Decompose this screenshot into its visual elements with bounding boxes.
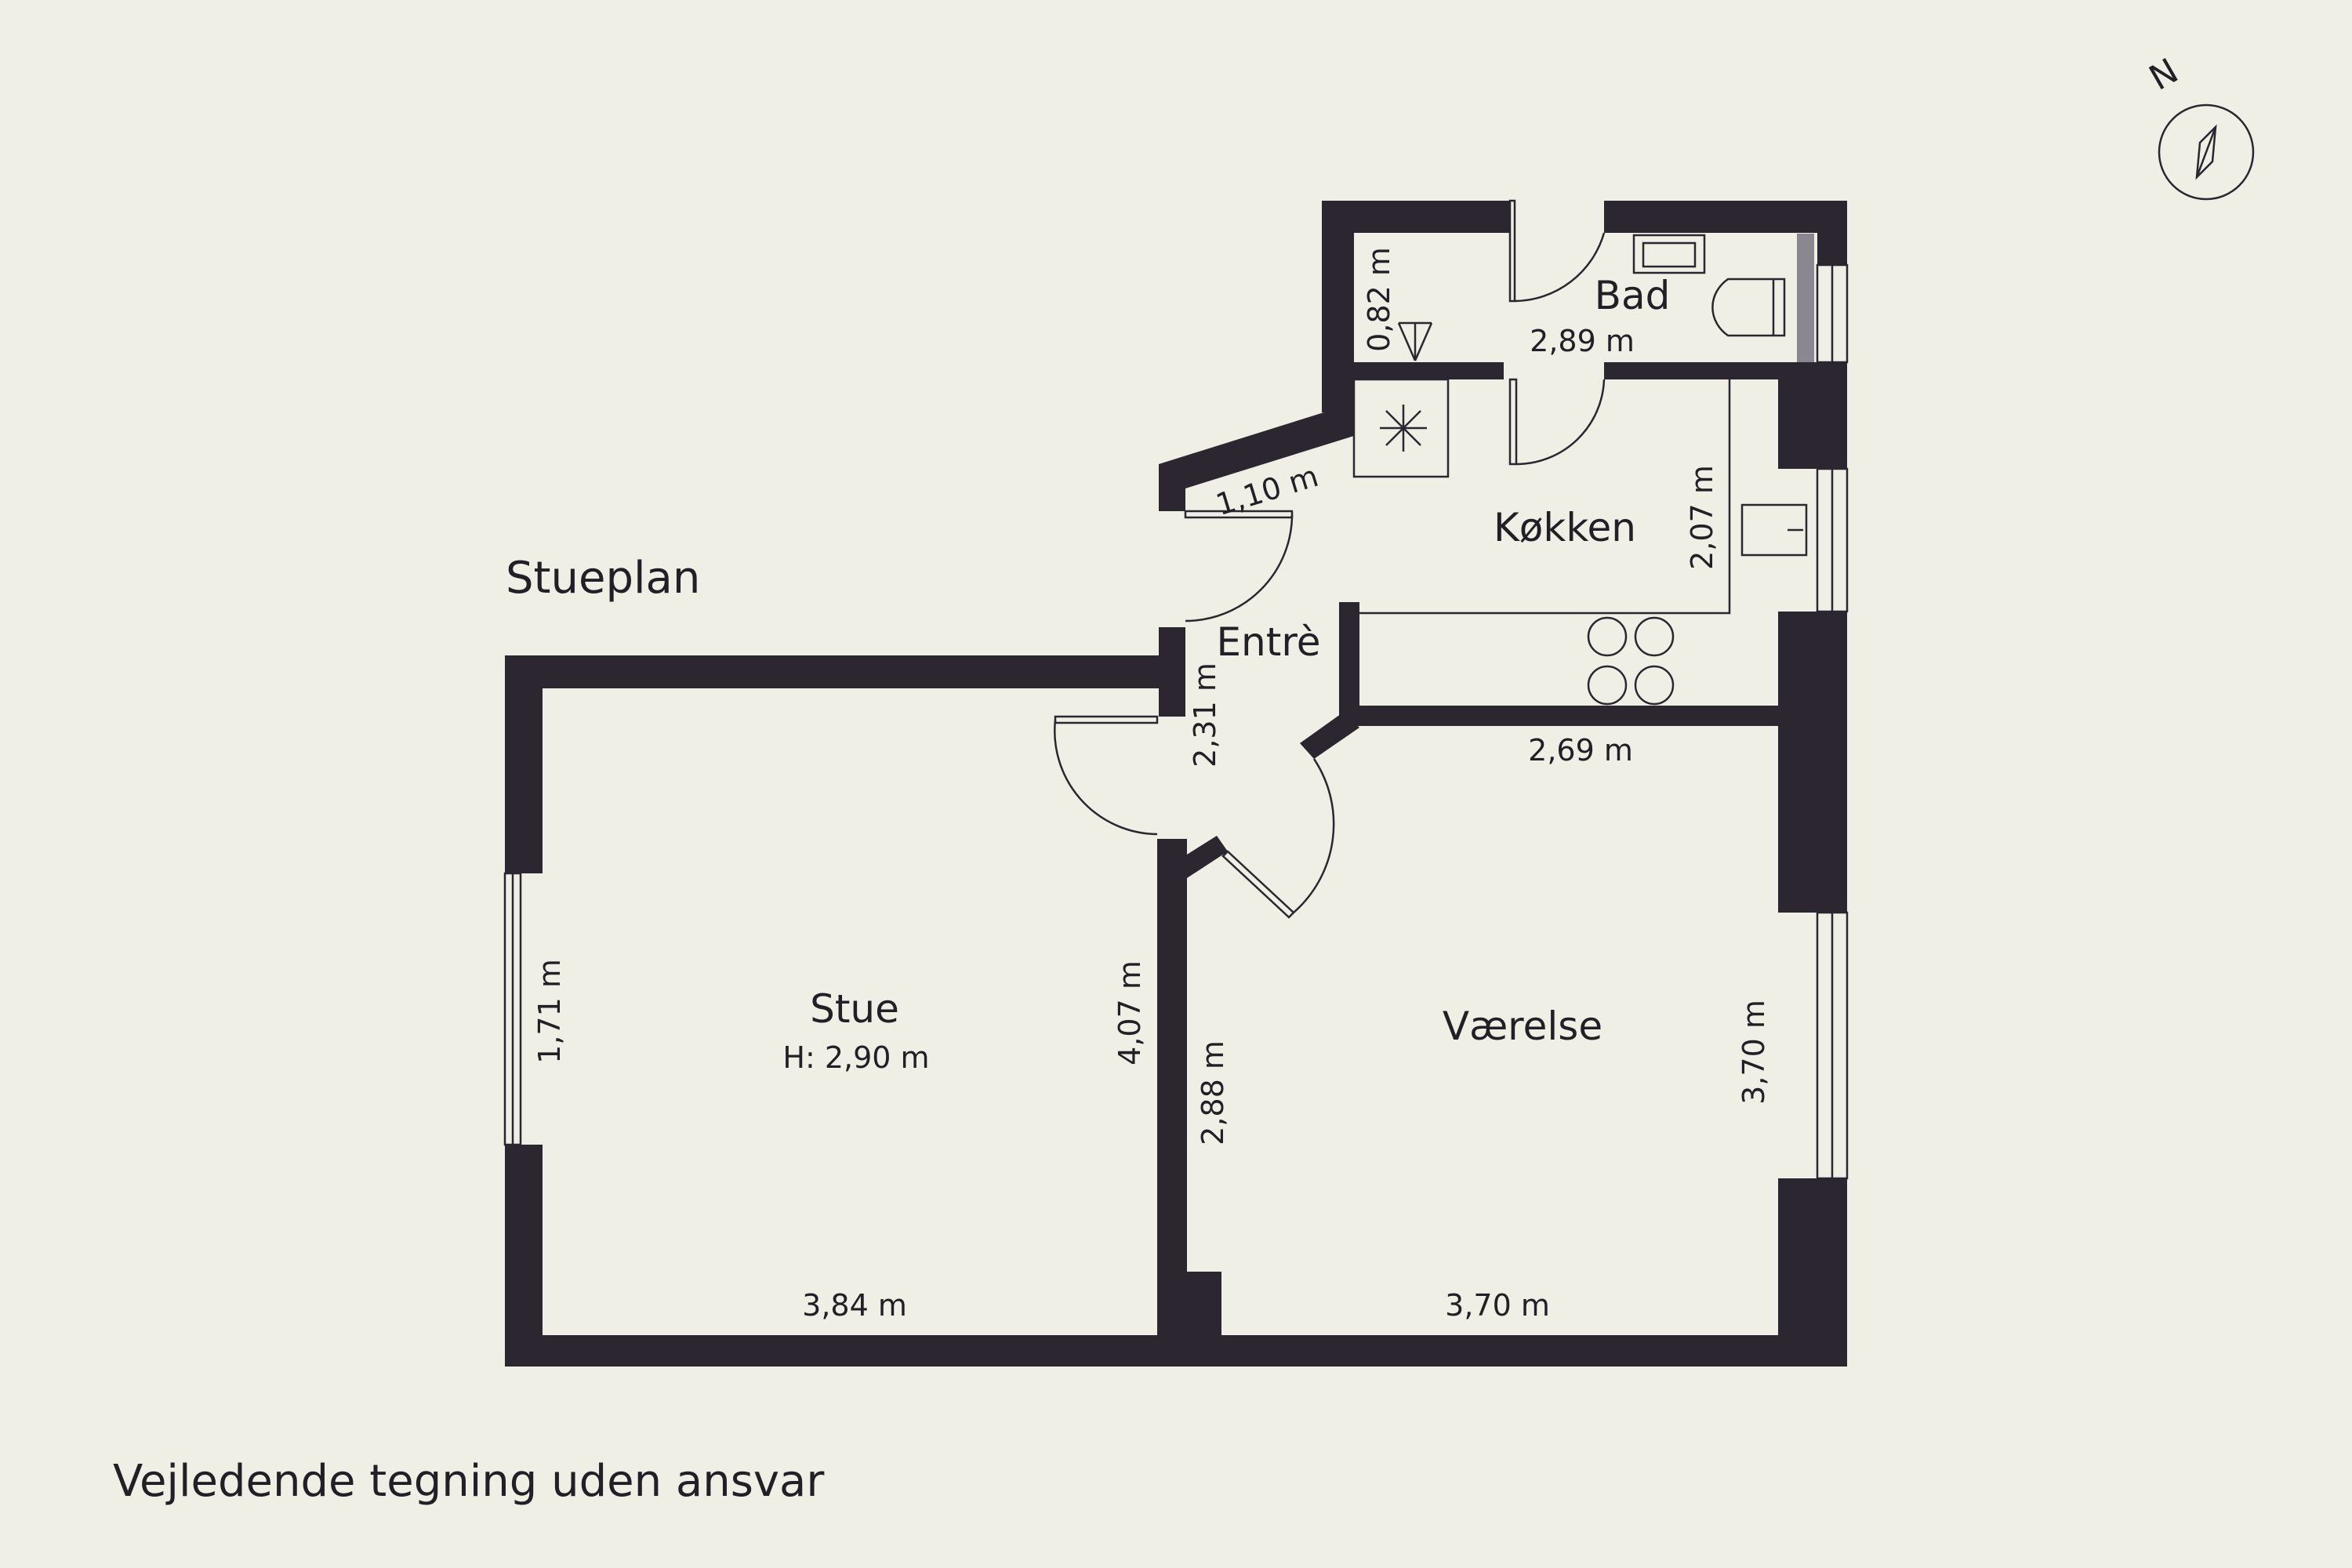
dim-stue-bottom: 3,84 m bbox=[802, 1288, 907, 1323]
wall-bath-kitchen-left bbox=[1322, 362, 1504, 379]
wall-stue-left-bottom bbox=[505, 1145, 543, 1367]
wall-kitchen-vaerelse bbox=[1339, 706, 1778, 726]
wall-divider-angle bbox=[1187, 836, 1228, 878]
windows bbox=[503, 234, 1849, 1180]
stove-icon bbox=[1587, 616, 1675, 706]
kitchen-counter bbox=[1359, 379, 1731, 615]
room-name-bad: Bad bbox=[1595, 273, 1671, 318]
dim-bad-width: 0,82 m bbox=[1362, 247, 1396, 352]
wall-kitchen-entre bbox=[1339, 602, 1359, 712]
dim-koekken-height: 2,07 m bbox=[1685, 465, 1719, 570]
dim-vaerelse-right: 3,70 m bbox=[1737, 1000, 1771, 1105]
stue-door bbox=[1054, 715, 1159, 724]
room-name-stue: Stue bbox=[810, 986, 899, 1032]
dim-stue-right: 4,07 m bbox=[1112, 960, 1147, 1065]
fixtures bbox=[1352, 234, 1808, 706]
room-name-koekken: Køkken bbox=[1494, 505, 1636, 550]
floor-label: Stueplan bbox=[506, 553, 700, 604]
bath-door bbox=[1508, 199, 1516, 303]
doors bbox=[1054, 199, 1606, 919]
dim-vaerelse-left: 2,88 m bbox=[1196, 1040, 1230, 1145]
wall-bath-top-right bbox=[1604, 201, 1847, 233]
room-name-vaerelse: Værelse bbox=[1443, 1004, 1602, 1049]
kitchen-sink bbox=[1740, 503, 1808, 557]
wall-right-upper bbox=[1778, 362, 1847, 469]
wall-stue-vaerelse bbox=[1157, 839, 1187, 1367]
wall-bath-left bbox=[1322, 201, 1354, 412]
dim-vaerelse-top: 2,69 m bbox=[1528, 733, 1633, 768]
wall-right-bath bbox=[1817, 201, 1847, 265]
wall-entry-diagonal bbox=[1159, 403, 1354, 511]
bath-window-frame bbox=[1797, 234, 1814, 362]
toilet bbox=[1711, 278, 1786, 337]
wall-stue-top bbox=[505, 655, 1185, 688]
room-name-entre: Entrè bbox=[1216, 619, 1320, 665]
dim-entre-height: 2,31 m bbox=[1188, 662, 1222, 768]
compass: N bbox=[2143, 51, 2255, 201]
shower-valve-icon bbox=[1397, 321, 1433, 361]
dim-vaerelse-bottom: 3,70 m bbox=[1445, 1288, 1550, 1323]
bath-sink bbox=[1632, 234, 1706, 274]
wall-bath-kitchen-right bbox=[1604, 362, 1778, 379]
room-height-stue: H: 2,90 m bbox=[782, 1040, 929, 1075]
fridge-cabinet bbox=[1352, 378, 1450, 478]
room-area-bad: 2,89 m bbox=[1530, 324, 1635, 358]
wall-stue-left-top bbox=[505, 655, 543, 873]
compass-icon bbox=[2158, 103, 2255, 201]
dim-stue-window: 1,71 m bbox=[532, 959, 567, 1064]
disclaimer: Vejledende tegning uden ansvar bbox=[113, 1456, 825, 1507]
wall-right-mid bbox=[1778, 612, 1847, 913]
walls bbox=[505, 201, 1847, 1367]
compass-north-label: N bbox=[2143, 51, 2185, 99]
wall-divider-foot bbox=[1187, 1272, 1221, 1367]
vaerelse-door bbox=[1221, 850, 1295, 919]
wall-entre-angle bbox=[1300, 712, 1359, 759]
kitchen-door bbox=[1508, 378, 1518, 466]
ventilation-icon bbox=[1380, 405, 1427, 452]
